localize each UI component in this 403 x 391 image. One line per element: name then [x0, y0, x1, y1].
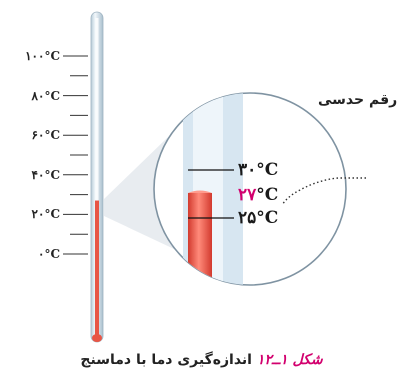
scale-label: ۲۰°C [31, 207, 60, 222]
zoom-liquid [188, 193, 212, 285]
zoom-label-25: ۲۵°C [238, 209, 278, 227]
estimate-digits: ۲۷ [238, 185, 257, 205]
zoom-label-30: ۳۰°C [238, 161, 278, 179]
figure-number: شکل ۱ــ۱۲ [256, 352, 323, 368]
thermometer-liquid [95, 200, 99, 338]
thermometer-bore [95, 18, 99, 340]
caption-text: اندازه‌گیری دما با دماسنج [80, 352, 252, 368]
scale-label: ۶۰°C [31, 128, 60, 143]
zoom-label-30-text: ۳۰°C [238, 160, 279, 180]
zoom-label-estimate: ۲۷°C [238, 186, 278, 204]
estimate-unit: °C [256, 185, 279, 205]
scale-label: ۱۰۰°C [25, 49, 60, 63]
callout-dotted-line [281, 177, 366, 206]
zoom-label-25-text: ۲۵°C [238, 208, 279, 228]
scale-label: ۸۰°C [31, 88, 60, 103]
thermometer-scale-ticks [63, 55, 88, 255]
scale-label: ۴۰°C [31, 167, 60, 182]
scale-label: ۰°C [38, 247, 60, 261]
estimate-callout: رقم حدسی [318, 92, 398, 108]
figure-caption: شکل ۱ــ۱۲ اندازه‌گیری دما با دماسنج [0, 352, 403, 368]
zoom-meniscus [188, 190, 212, 193]
thermometer-bulb [92, 334, 102, 342]
